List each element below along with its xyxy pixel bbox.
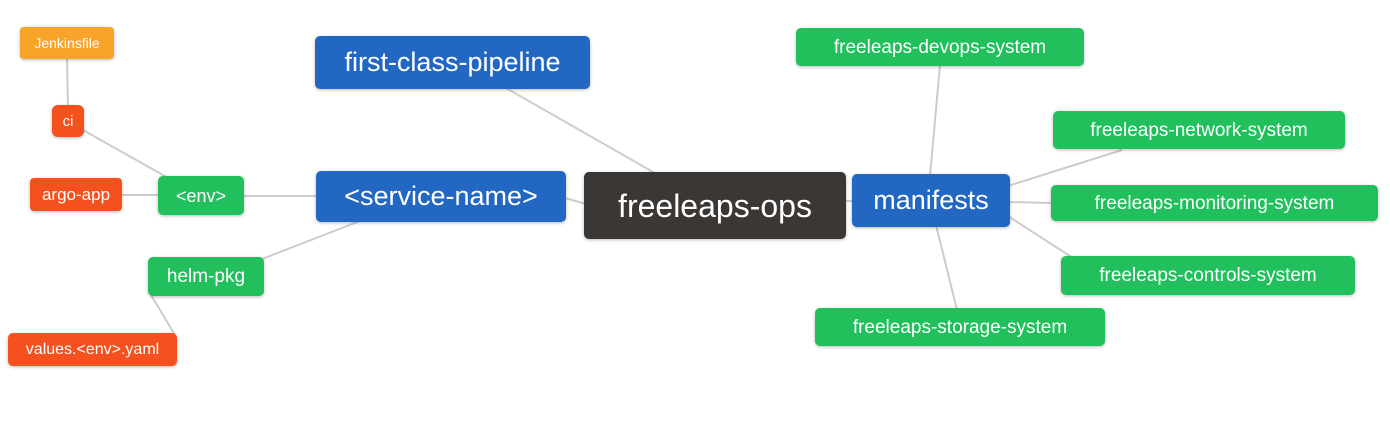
node-ci[interactable]: ci (52, 105, 84, 137)
node-freeleaps-storage-system[interactable]: freeleaps-storage-system (815, 308, 1105, 346)
node-service-name[interactable]: <service-name> (316, 171, 566, 222)
node-freeleaps-ops-root[interactable]: freeleaps-ops (584, 172, 846, 239)
edge-manifests-storage-system (935, 224, 958, 311)
node-freeleaps-devops-system[interactable]: freeleaps-devops-system (796, 28, 1084, 66)
edge-manifests-devops-system (929, 64, 941, 177)
node-freeleaps-monitoring-system[interactable]: freeleaps-monitoring-system (1051, 185, 1378, 221)
node-env[interactable]: <env> (158, 176, 244, 215)
node-freeleaps-controls-system[interactable]: freeleaps-controls-system (1061, 256, 1355, 295)
edge-ci-env (82, 129, 171, 180)
edge-first-class-pipeline-freeleaps-ops (505, 87, 661, 177)
edge-manifests-monitoring-system (1007, 201, 1054, 204)
node-freeleaps-network-system[interactable]: freeleaps-network-system (1053, 111, 1345, 149)
edge-service-name-freeleaps-ops (564, 197, 587, 205)
edge-values-env-yaml-helm-pkg (150, 294, 176, 336)
edge-manifests-network-system (1007, 149, 1123, 187)
node-values-env-yaml[interactable]: values.<env>.yaml (8, 333, 177, 366)
edge-helm-pkg-service-name (261, 220, 361, 260)
edge-jenkinsfile-ci (66, 57, 69, 108)
node-helm-pkg[interactable]: helm-pkg (148, 257, 264, 296)
edge-manifests-controls-system (1007, 215, 1074, 259)
node-jenkinsfile[interactable]: Jenkinsfile (20, 27, 114, 59)
node-manifests[interactable]: manifests (852, 174, 1010, 227)
node-first-class-pipeline[interactable]: first-class-pipeline (315, 36, 590, 89)
node-argo-app[interactable]: argo-app (30, 178, 122, 211)
